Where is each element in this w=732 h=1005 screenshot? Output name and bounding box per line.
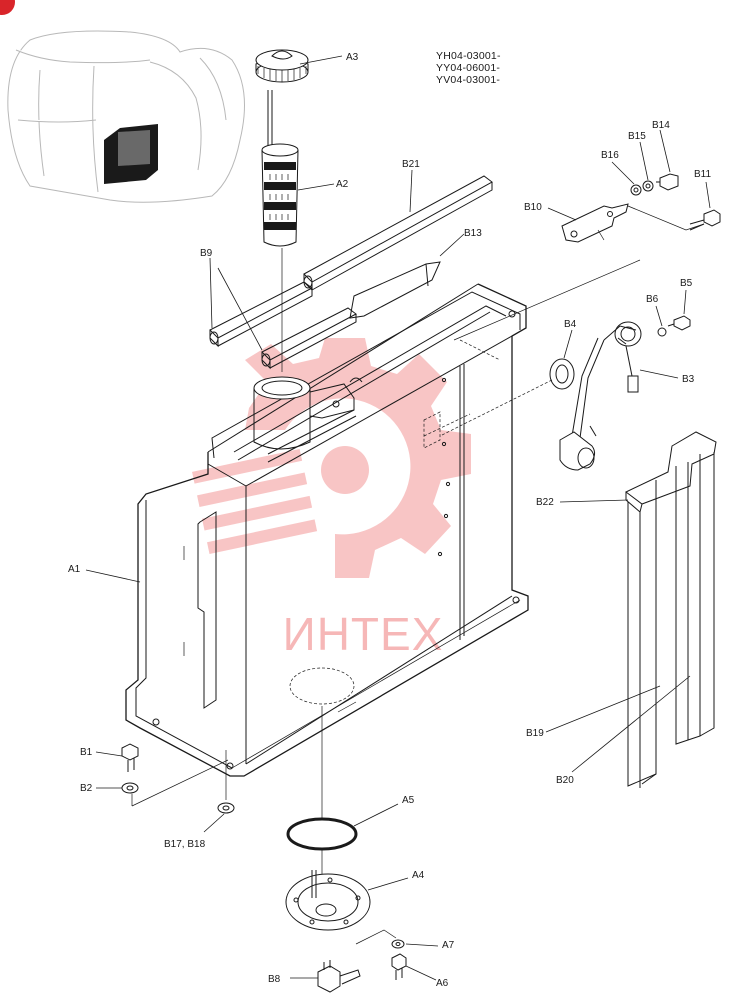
label-b6: B6 xyxy=(646,294,659,305)
label-a2: A2 xyxy=(336,179,349,190)
label-b13: B13 xyxy=(464,228,482,239)
serial-number-2: YY04-06001- xyxy=(436,62,501,74)
hydraulic-tank-a1 xyxy=(125,283,529,777)
label-b21: B21 xyxy=(402,159,420,170)
label-b22: B22 xyxy=(536,497,554,508)
label-b1: B1 xyxy=(80,747,93,758)
channel-strips-b19-b20-b22 xyxy=(625,431,717,788)
label-b14: B14 xyxy=(652,120,670,131)
callout-labels: A3 A2 B21 B13 B9 B10 B16 B15 B14 B11 B5 … xyxy=(68,52,711,989)
drain-cover-a4 xyxy=(285,870,397,945)
corner-badge-icon xyxy=(0,0,15,15)
label-b8: B8 xyxy=(268,974,281,985)
bracket-b10-hardware xyxy=(453,173,721,341)
label-b16: B16 xyxy=(601,150,619,161)
label-a5: A5 xyxy=(402,795,415,806)
label-a3: A3 xyxy=(346,52,359,63)
label-b11: B11 xyxy=(694,169,711,180)
label-b10: B10 xyxy=(524,202,542,213)
label-b15: B15 xyxy=(628,131,646,142)
rubber-strips-b9 xyxy=(209,281,357,370)
label-b4: B4 xyxy=(564,319,577,330)
label-b3: B3 xyxy=(682,374,695,385)
drain-cock-b8 xyxy=(317,960,361,993)
label-b17-b18: B17, B18 xyxy=(164,839,206,850)
level-switch-b3 xyxy=(439,315,691,471)
leader-lines xyxy=(85,55,711,981)
serial-number-3: YV04-03001- xyxy=(436,74,501,86)
label-b2: B2 xyxy=(80,783,93,794)
label-a6: A6 xyxy=(436,978,449,989)
bolt-b1-washer-b2 xyxy=(121,743,229,807)
label-a7: A7 xyxy=(442,940,455,951)
watermark-text: ИНТЕХ xyxy=(283,608,444,660)
o-ring-a5 xyxy=(286,706,358,900)
breather-cap-a3 xyxy=(255,49,309,83)
bolt-a6-washer-a7 xyxy=(391,939,407,980)
serial-number-1: YH04-03001- xyxy=(436,50,501,62)
label-b5: B5 xyxy=(680,278,693,289)
label-a4: A4 xyxy=(412,870,425,881)
intex-watermark-logo-icon xyxy=(192,338,471,578)
serial-number-block: YH04-03001- YY04-06001- YV04-03001- xyxy=(436,50,556,86)
label-b20: B20 xyxy=(556,775,574,786)
label-b19: B19 xyxy=(526,728,544,739)
rubber-pad-b13 xyxy=(349,261,441,319)
machine-locator-icon xyxy=(7,30,245,203)
label-a1: A1 xyxy=(68,564,81,575)
label-b9: B9 xyxy=(200,248,213,259)
strainer-a2 xyxy=(261,90,299,372)
washer-b17-b18 xyxy=(217,750,235,814)
